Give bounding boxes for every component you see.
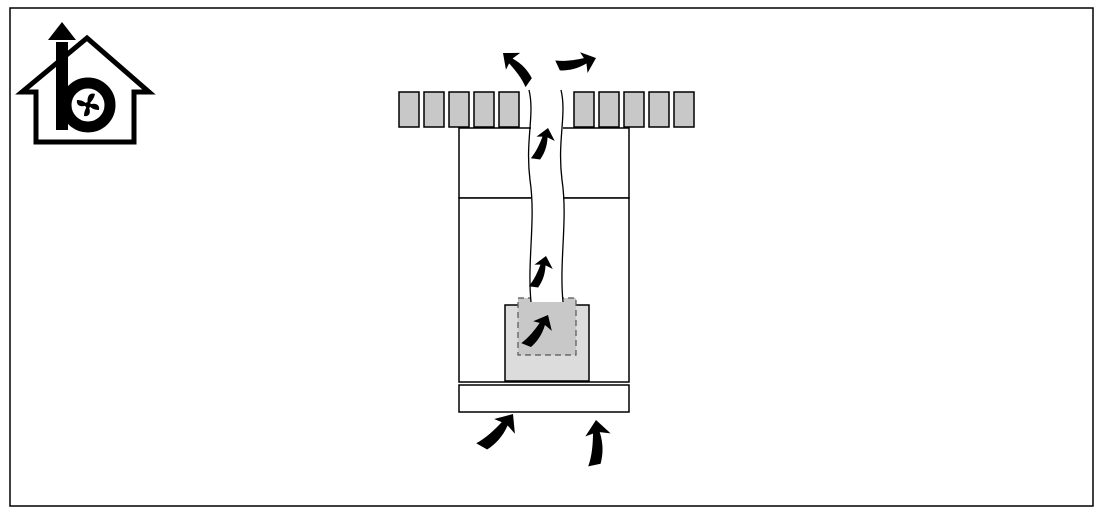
outlet-arrow-left <box>494 44 540 88</box>
roof-tile <box>423 91 445 128</box>
exhaust-arrow-icon <box>48 22 76 40</box>
fan-icon <box>76 93 100 117</box>
roof-tile-row <box>398 91 695 128</box>
roof-tile <box>673 91 695 128</box>
frame-border <box>9 7 1094 507</box>
roof-tile <box>473 91 495 128</box>
roof-tile <box>648 91 670 128</box>
roof-tile <box>573 91 595 128</box>
outlet-arrow-right <box>555 44 601 84</box>
roof-tile <box>448 91 470 128</box>
intake-arrow-right <box>579 417 617 467</box>
roof-tile <box>398 91 420 128</box>
exhaust-duct <box>527 89 565 303</box>
ventilation-logo-icon <box>15 22 156 145</box>
roof-tile <box>498 91 520 128</box>
roof-tile <box>623 91 645 128</box>
intake-arrow-left <box>476 405 523 458</box>
fan-unit <box>504 297 590 382</box>
base-plate <box>458 384 630 413</box>
roof-tile <box>598 91 620 128</box>
